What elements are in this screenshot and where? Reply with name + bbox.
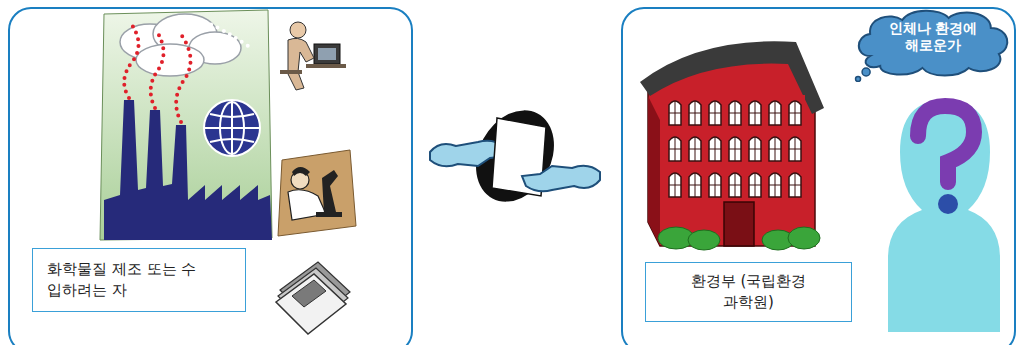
building-picture xyxy=(788,227,820,249)
speech-bubble: 인체나 환경에 해로운가 xyxy=(850,6,1016,82)
agency-panel xyxy=(622,8,1015,345)
bubble-tail xyxy=(856,77,861,82)
box-label: 인체나 환경에 해로운가 xyxy=(883,20,983,54)
question-person-silhouette xyxy=(888,100,1000,332)
building-picture xyxy=(665,95,805,203)
actor-panel xyxy=(9,8,412,345)
globe-symbol xyxy=(210,139,254,142)
actor-label-box: 화학물질 제조 또는 수입하려는 자 xyxy=(32,248,246,312)
office-worker-picture xyxy=(280,70,302,74)
office-worker-picture xyxy=(290,22,306,38)
scientist-picture xyxy=(278,150,356,236)
scientist-picture xyxy=(278,150,356,236)
building-picture xyxy=(648,96,660,246)
document-handover-icon xyxy=(522,166,600,192)
factory-picture xyxy=(151,30,164,108)
globe-symbol xyxy=(204,100,260,156)
floppy-disk-symbol xyxy=(292,280,326,307)
office-worker-picture xyxy=(314,44,340,64)
question-person-silhouette xyxy=(888,100,1000,332)
globe-symbol xyxy=(210,114,254,117)
building-picture xyxy=(688,230,720,250)
scientist-picture xyxy=(316,212,342,217)
globe-symbol xyxy=(205,127,259,129)
factory-picture xyxy=(104,100,272,240)
factory-picture xyxy=(100,10,272,240)
scientist-picture xyxy=(322,170,338,214)
office-worker-picture xyxy=(306,64,346,68)
question-person-silhouette xyxy=(938,194,958,214)
box-label: 화학물질 제조 또는 수입하려는 자 xyxy=(47,259,207,301)
scientist-picture xyxy=(292,167,310,176)
globe-symbol xyxy=(204,100,260,156)
document-handover-icon xyxy=(430,97,600,216)
floppy-disk-symbol xyxy=(276,274,346,334)
factory-picture xyxy=(176,36,190,122)
bubble-tail xyxy=(862,68,870,76)
building-picture xyxy=(648,62,815,246)
box-label: 환경부 (국립환경과학원) xyxy=(684,271,814,313)
factory-picture xyxy=(136,44,204,76)
factory-picture xyxy=(124,22,138,98)
office-worker-picture xyxy=(318,48,336,60)
factory-picture xyxy=(100,10,272,240)
floppy-disk-symbol xyxy=(276,262,350,334)
office-worker-picture xyxy=(288,38,314,90)
building-picture xyxy=(640,41,824,250)
cloud-outline xyxy=(859,11,1008,76)
office-worker-picture xyxy=(280,22,346,90)
factory-picture xyxy=(205,22,248,46)
agency-label-box: 환경부 (국립환경과학원) xyxy=(645,262,852,322)
building-picture xyxy=(724,202,754,246)
question-person-silhouette xyxy=(918,106,974,182)
building-picture xyxy=(658,227,820,250)
factory-picture xyxy=(205,22,248,46)
